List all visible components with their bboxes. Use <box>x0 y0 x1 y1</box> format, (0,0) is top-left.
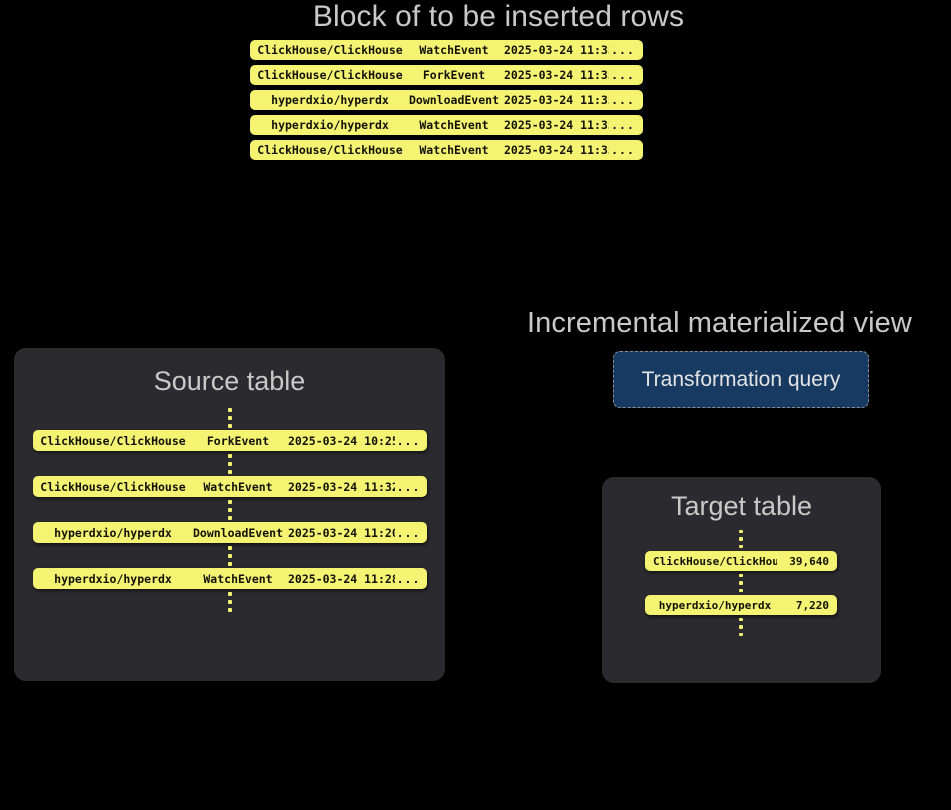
cell-repository: hyperdxio/hyperdx <box>271 93 389 107</box>
table-row: hyperdxio/hyperdx DownloadEvent 2025-03-24… <box>33 522 427 543</box>
dot-icon <box>228 507 232 512</box>
cell-timestamp: 2025-03-24 11:35:52 <box>504 118 609 132</box>
dot-icon <box>228 499 232 504</box>
dot-icon <box>228 553 232 558</box>
cell-event-type: ForkEvent <box>206 433 270 448</box>
row-ellipsis-dots <box>739 615 743 639</box>
cell-more: ... <box>611 118 635 132</box>
table-row: ClickHouse/ClickHouse ForkEvent 2025-03-24… <box>33 430 427 451</box>
dot-icon <box>228 423 232 428</box>
target-table-rows: ClickHouse/ClickHouse 39,640 hyperdxio/hyp… <box>645 527 837 639</box>
cell-timestamp: 2025-03-24 11:20:12 <box>288 525 395 540</box>
table-row: ClickHouse/ClickHouse WatchEvent 2025-03-2… <box>250 140 643 160</box>
dot-icon <box>739 573 743 578</box>
cell-timestamp: 2025-03-24 11:35:48 <box>504 93 609 107</box>
cell-more: ... <box>611 143 635 157</box>
dot-icon <box>739 581 743 585</box>
cell-timestamp: 2025-03-24 11:35:54 <box>504 143 609 157</box>
dot-icon <box>228 591 232 596</box>
row-ellipsis-dots <box>739 527 743 551</box>
dot-icon <box>739 537 743 541</box>
cell-more: ... <box>396 433 421 448</box>
cell-repository: ClickHouse/ClickHouse <box>40 433 186 448</box>
cell-more: ... <box>611 93 635 107</box>
target-table-title: Target table <box>670 491 813 521</box>
table-row: ClickHouse/ClickHouse WatchEvent 2025-03-2… <box>33 476 427 497</box>
cell-count: 7,220 <box>795 598 829 612</box>
cell-event-type: ForkEvent <box>422 68 486 82</box>
dot-icon <box>739 529 743 534</box>
table-row: ClickHouse/ClickHouse 39,640 <box>645 551 837 571</box>
cell-repository: hyperdxio/hyperdx <box>658 598 772 612</box>
cell-event-type: WatchEvent <box>419 143 489 157</box>
cell-event-type: WatchEvent <box>419 118 489 132</box>
table-row: hyperdxio/hyperdx 7,220 <box>645 595 837 615</box>
cell-count: 39,640 <box>789 554 829 568</box>
source-table-title: Source table <box>153 366 306 396</box>
row-ellipsis-dots <box>228 589 232 614</box>
dot-icon <box>228 561 232 566</box>
cell-event-type: WatchEvent <box>203 479 273 494</box>
cell-repository: ClickHouse/ClickHouse <box>653 554 777 568</box>
cell-repository: ClickHouse/ClickHouse <box>40 479 186 494</box>
dot-icon <box>228 545 232 550</box>
cell-repository: ClickHouse/ClickHouse <box>257 68 403 82</box>
transformation-query-button[interactable]: Transformation query <box>613 351 869 408</box>
row-ellipsis-dots <box>228 405 232 430</box>
cell-event-type: WatchEvent <box>419 43 489 57</box>
table-row: hyperdxio/hyperdx WatchEvent 2025-03-24 11… <box>33 568 427 589</box>
dot-icon <box>739 588 743 593</box>
block-of-inserted-rows-title: Block of to be inserted rows <box>312 0 685 33</box>
cell-timestamp: 2025-03-24 11:35:40 <box>504 43 609 57</box>
cell-event-type: DownloadEvent <box>192 525 283 540</box>
cell-repository: hyperdxio/hyperdx <box>54 571 172 586</box>
cell-timestamp: 2025-03-24 11:32:54 <box>288 479 395 494</box>
dot-icon <box>228 461 232 466</box>
dot-icon <box>228 469 232 474</box>
row-ellipsis-dots <box>228 497 232 522</box>
dot-icon <box>739 544 743 549</box>
cell-timestamp: 2025-03-24 11:35:44 <box>504 68 609 82</box>
cell-repository: hyperdxio/hyperdx <box>54 525 172 540</box>
row-ellipsis-dots <box>739 571 743 595</box>
dot-icon <box>228 599 232 604</box>
dot-icon <box>739 617 743 622</box>
table-row: ClickHouse/ClickHouse ForkEvent 2025-03-24… <box>250 65 643 85</box>
dot-icon <box>739 632 743 637</box>
cell-more: ... <box>611 43 635 57</box>
row-ellipsis-dots <box>228 451 232 476</box>
cell-timestamp: 2025-03-24 10:25:00 <box>288 433 395 448</box>
dot-icon <box>228 607 232 612</box>
table-row: ClickHouse/ClickHouse WatchEvent 2025-03-2… <box>250 40 643 60</box>
table-row: hyperdxio/hyperdx DownloadEvent 2025-03-24… <box>250 90 643 110</box>
dot-icon <box>228 407 232 412</box>
cell-more: ... <box>396 525 421 540</box>
dot-icon <box>228 415 232 420</box>
cell-more: ... <box>396 479 421 494</box>
cell-repository: hyperdxio/hyperdx <box>271 118 389 132</box>
source-table-rows: ClickHouse/ClickHouse ForkEvent 2025-03-24… <box>33 405 427 614</box>
cell-more: ... <box>396 571 421 586</box>
cell-event-type: DownloadEvent <box>408 93 499 107</box>
cell-repository: ClickHouse/ClickHouse <box>257 143 403 157</box>
dot-icon <box>228 453 232 458</box>
cell-repository: ClickHouse/ClickHouse <box>257 43 403 57</box>
cell-event-type: WatchEvent <box>203 571 273 586</box>
dot-icon <box>228 515 232 520</box>
incremental-materialized-view-title: Incremental materialized view <box>527 307 912 339</box>
row-ellipsis-dots <box>228 543 232 568</box>
dot-icon <box>739 625 743 629</box>
cell-timestamp: 2025-03-24 11:28:32 <box>288 571 395 586</box>
table-row: hyperdxio/hyperdx WatchEvent 2025-03-24 11… <box>250 115 643 135</box>
cell-more: ... <box>611 68 635 82</box>
source-table-panel: Source table ClickHouse/ClickHouse ForkEv… <box>14 348 445 681</box>
target-table-panel: Target table ClickHouse/ClickHouse 39,640… <box>602 477 881 683</box>
